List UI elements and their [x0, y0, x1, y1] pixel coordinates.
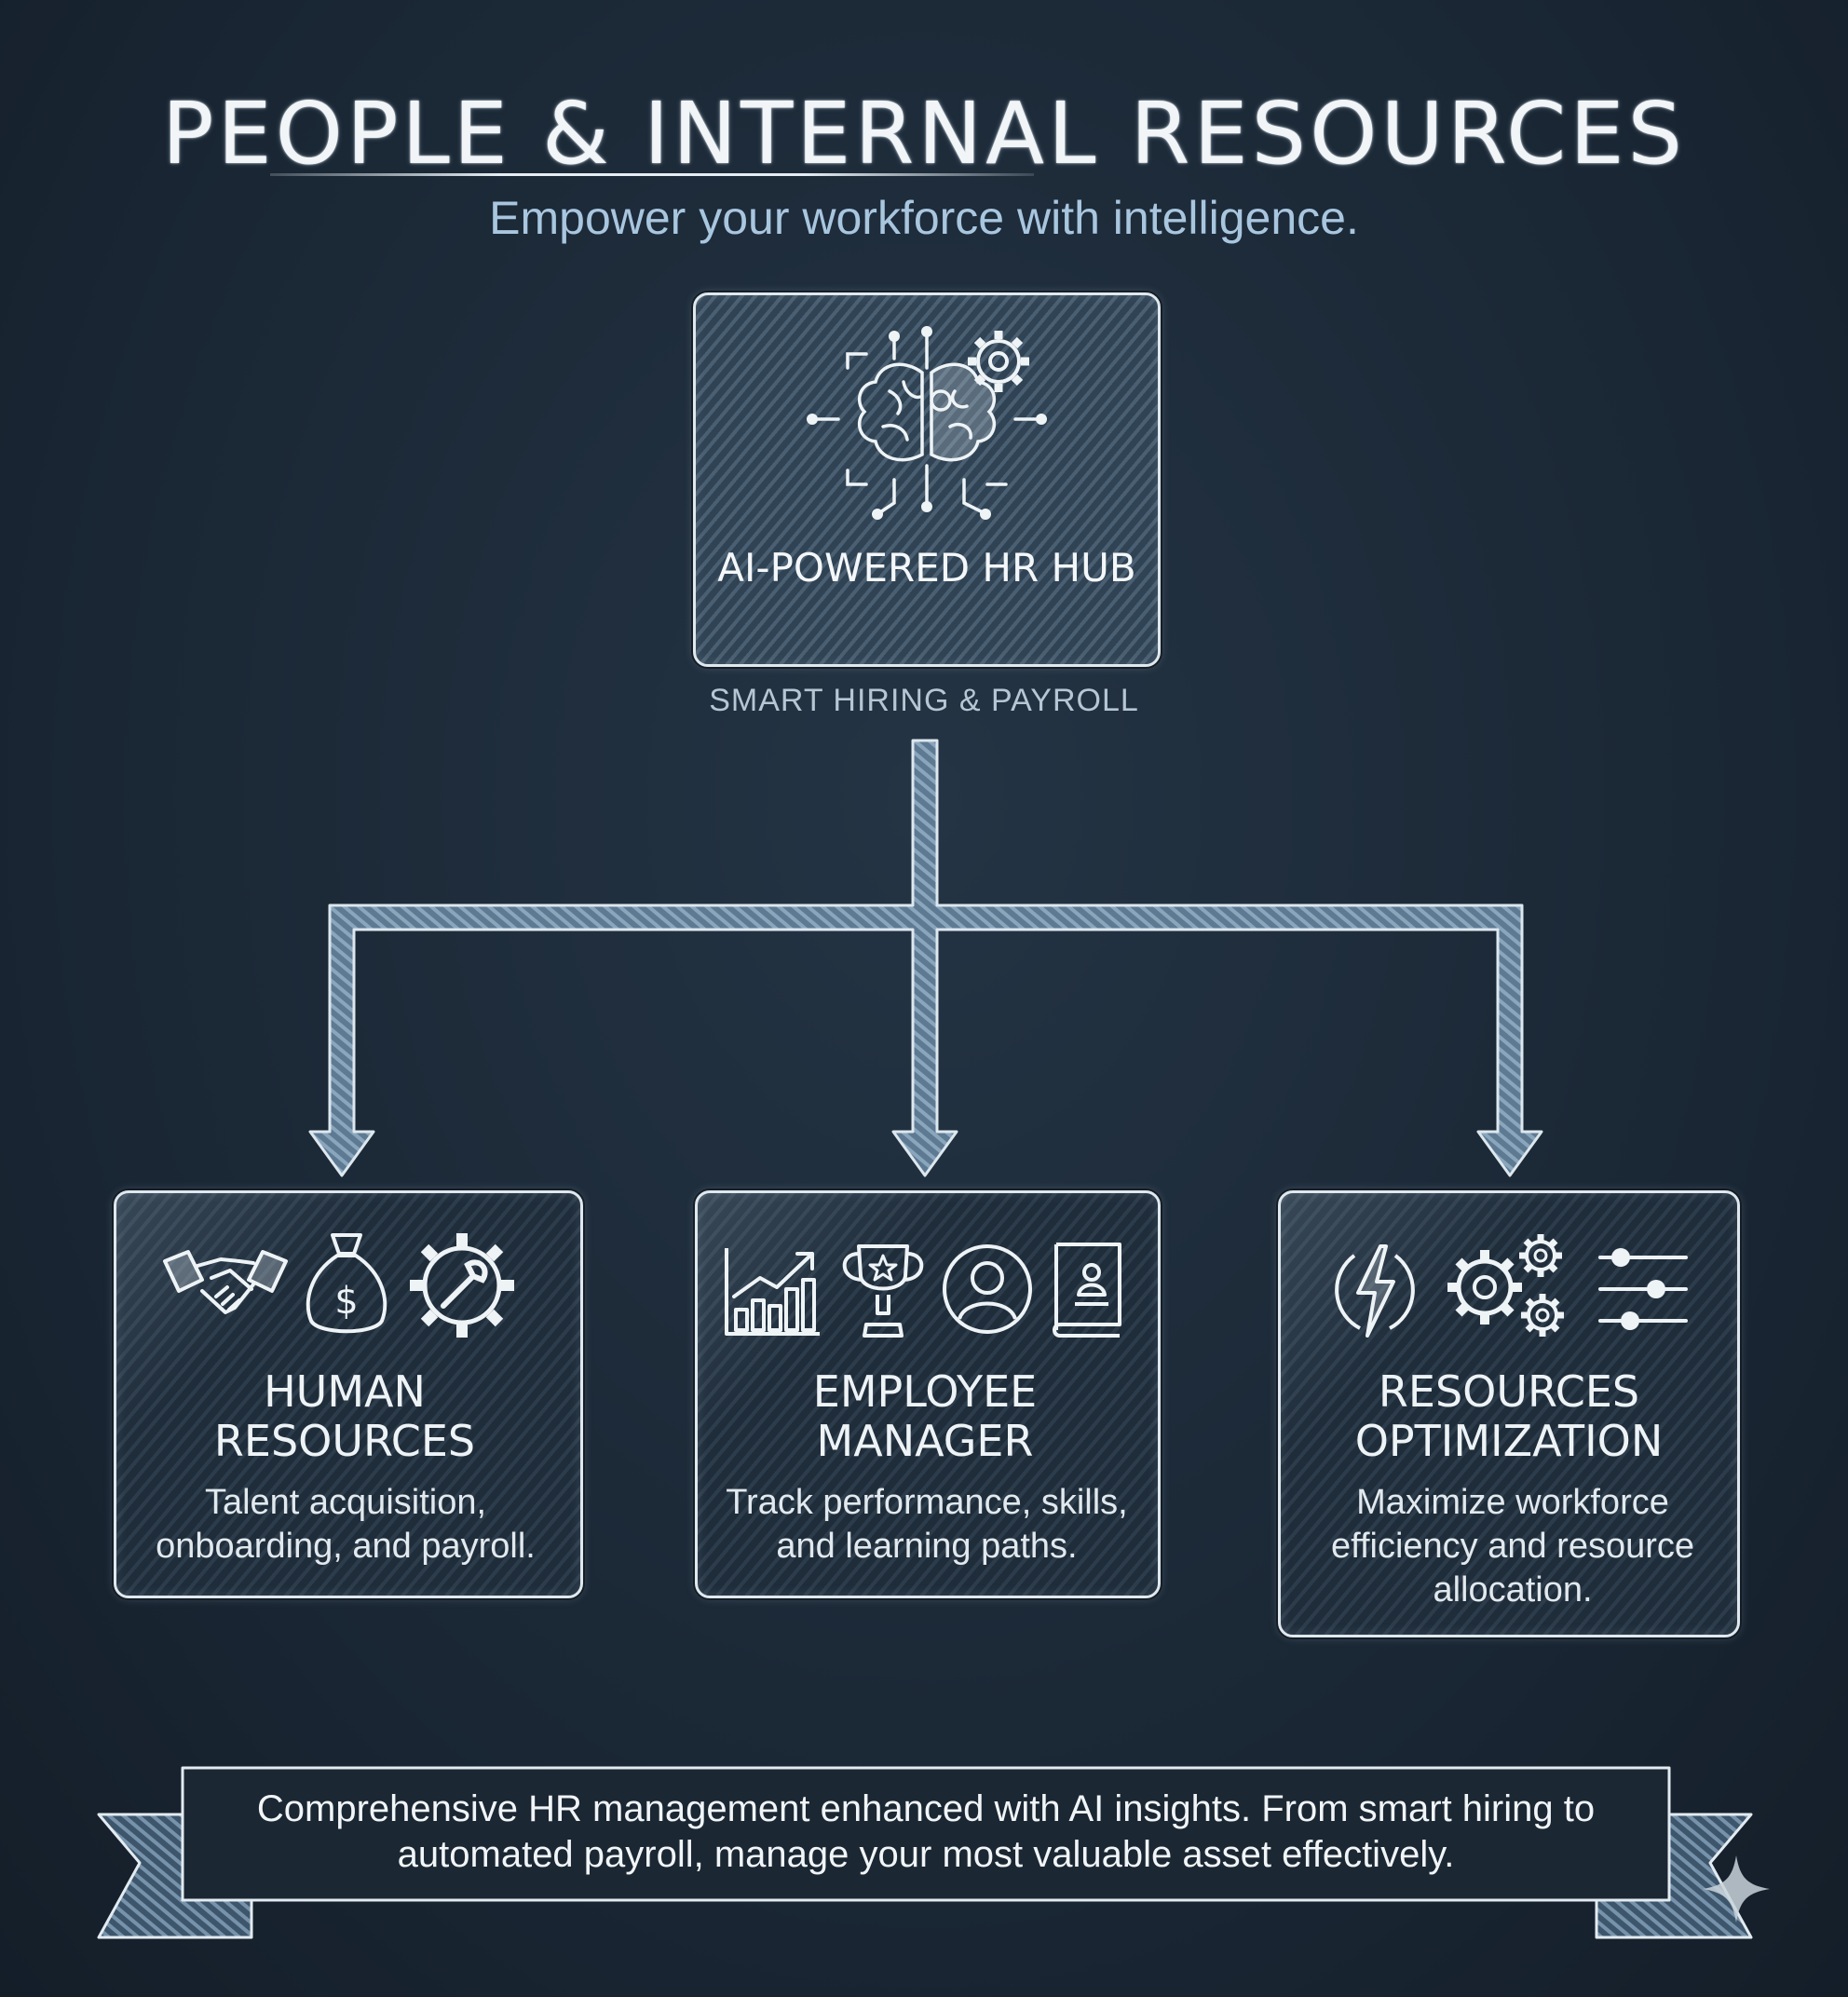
- book-icon: [1053, 1243, 1121, 1338]
- hub-box[interactable]: [693, 292, 1161, 667]
- ai-brain-circuit-gear-icon: [807, 326, 1047, 520]
- title-underline: [270, 173, 1034, 176]
- trophy-icon: [842, 1244, 924, 1338]
- handshake-icon: [163, 1250, 288, 1314]
- gears-icon: [1447, 1234, 1564, 1337]
- sliders-icon: [1598, 1248, 1688, 1330]
- hub-title: AI-POWERED HR HUB: [717, 545, 1136, 591]
- svg-text:$: $: [334, 1280, 358, 1323]
- card-desc-resources-optimization: Maximize workforce efficiency and resour…: [1330, 1483, 1695, 1610]
- card-title-resources-optimization: RESOURCES OPTIMIZATION: [1354, 1366, 1664, 1466]
- user-profile-icon: [943, 1244, 1032, 1334]
- footer-text: Comprehensive HR management enhanced wit…: [256, 1788, 1596, 1875]
- card-resources-optimization[interactable]: [1278, 1190, 1740, 1637]
- page-subtitle: Empower your workforce with intelligence…: [489, 192, 1359, 244]
- card-desc-employee-manager: Track performance, skills, and learning …: [726, 1483, 1128, 1566]
- money-bag-icon: $: [306, 1233, 387, 1334]
- gear-wrench-icon: [410, 1233, 514, 1338]
- hub-subtitle: SMART HIRING & PAYROLL: [709, 683, 1139, 718]
- page-title: PEOPLE & INTERNAL RESOURCES: [162, 84, 1686, 183]
- sparkle-icon: [1703, 1855, 1770, 1922]
- card-title-employee-manager: EMPLOYEE MANAGER: [812, 1366, 1038, 1466]
- card-desc-human-resources: Talent acquisition, onboarding, and payr…: [156, 1483, 536, 1566]
- lightning-bolt-icon: [1335, 1244, 1415, 1338]
- card-title-human-resources: HUMAN RESOURCES: [213, 1366, 476, 1466]
- growth-chart-icon: [725, 1248, 820, 1336]
- card-employee-manager[interactable]: [695, 1190, 1161, 1598]
